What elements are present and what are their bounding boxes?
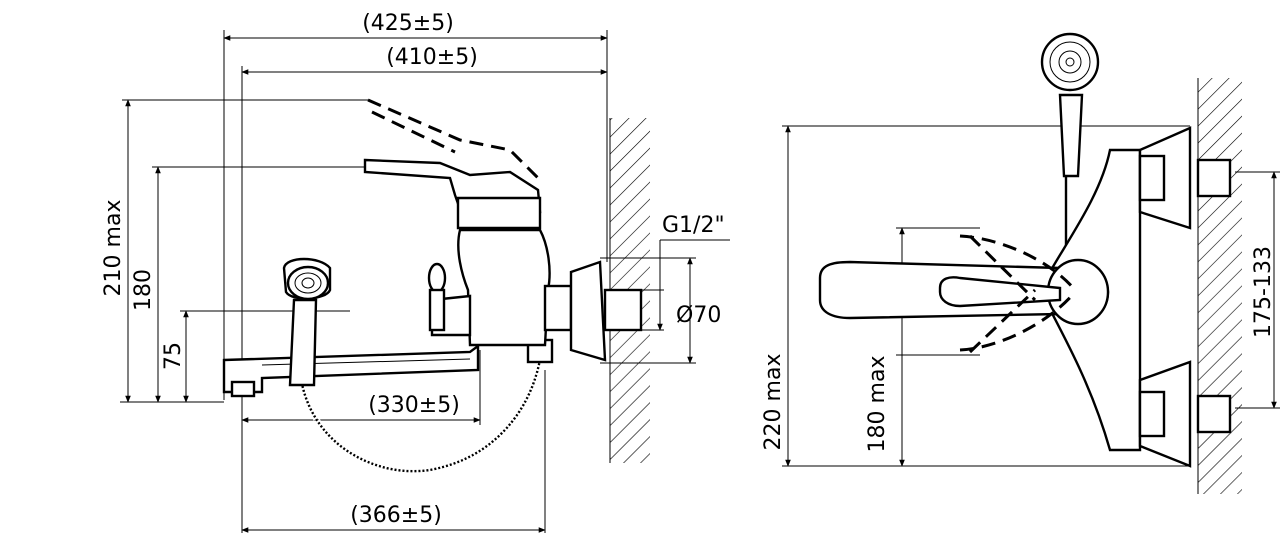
dim-center-distance: 175-133 — [1251, 246, 1276, 338]
dim-thread: G1/2" — [662, 213, 725, 238]
dim-handle-height: 180 max — [865, 356, 890, 453]
dim-height-75: 75 — [161, 342, 186, 370]
mixer-body — [427, 228, 643, 362]
dim-max-height-right: 220 max — [761, 354, 786, 451]
dim-spout-length: (330±5) — [368, 393, 460, 418]
dim-flange-diameter: Ø70 — [676, 303, 721, 328]
front-view: 220 max 180 max 175-133 — [761, 32, 1280, 494]
side-view: (425±5) (410±5) (330±5) (366±5) 210 max … — [101, 11, 730, 533]
spout — [222, 343, 480, 398]
dim-height-180: 180 — [131, 269, 156, 311]
dim-hose-span: (366±5) — [350, 503, 442, 528]
dim-body-length: (410±5) — [386, 45, 478, 70]
dim-overall-length: (425±5) — [362, 11, 454, 36]
front-hand-shower — [1040, 32, 1100, 250]
dimension-lines-left — [125, 35, 730, 533]
dim-max-height-left: 210 max — [101, 200, 126, 297]
hand-shower — [282, 257, 332, 387]
extension-lines-left — [120, 30, 696, 533]
lever — [363, 98, 542, 230]
front-lever — [818, 234, 1110, 354]
